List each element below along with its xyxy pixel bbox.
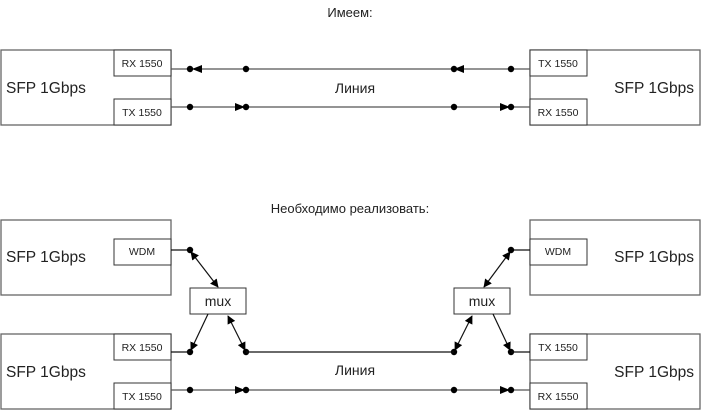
top-link-tx	[171, 103, 530, 111]
junction-dot	[507, 386, 515, 394]
bidirectional-arrow	[190, 251, 219, 288]
port-rx	[529, 98, 588, 126]
junction-dot	[242, 65, 250, 73]
port-tx	[113, 98, 172, 126]
sfp-label: SFP 1Gbps	[6, 80, 86, 97]
arrow-head-icon	[454, 65, 464, 73]
sfp-label: SFP 1Gbps	[614, 80, 694, 97]
top-left-sfp: SFP 1Gbps RX 1550 TX 1550	[0, 49, 172, 126]
top-link-rx	[171, 65, 530, 73]
left-mux-line-link	[227, 315, 250, 356]
arrow-head-icon	[235, 386, 245, 394]
junction-dot	[450, 386, 458, 394]
port-tx-label: TX 1550	[538, 58, 578, 70]
sfp-label: SFP 1Gbps	[614, 249, 694, 266]
mux-label: mux	[469, 293, 495, 309]
directional-arrow	[190, 313, 209, 351]
port-tx-label: TX 1550	[122, 391, 162, 403]
sfp-label: SFP 1Gbps	[6, 249, 86, 266]
port-wdm-label: WDM	[545, 246, 571, 258]
directional-arrow	[492, 313, 511, 351]
link-label: Линия	[335, 80, 375, 96]
port-wdm	[113, 238, 172, 266]
port-wdm	[529, 238, 588, 266]
port-rx-label: RX 1550	[122, 342, 163, 354]
junction-dot	[507, 103, 515, 111]
junction-dot	[507, 246, 515, 254]
port-rx-label: RX 1550	[538, 391, 579, 403]
left-mux: mux	[189, 287, 247, 315]
top-right-sfp: SFP 1Gbps TX 1550 RX 1550	[529, 49, 701, 126]
junction-dot	[186, 103, 194, 111]
port-tx	[113, 382, 172, 410]
port-rx-label: RX 1550	[538, 107, 579, 119]
junction-dot	[186, 246, 194, 254]
junction-dot	[242, 103, 250, 111]
mux-box	[189, 287, 247, 315]
heading-required: Необходимо реализовать:	[271, 201, 429, 216]
port-tx-label: TX 1550	[122, 107, 162, 119]
port-rx	[529, 382, 588, 410]
port-rx-label: RX 1550	[122, 58, 163, 70]
junction-dot	[450, 103, 458, 111]
arrow-head-icon	[192, 65, 202, 73]
bottom-left-wdm-sfp: SFP 1Gbps WDM	[0, 219, 172, 296]
junction-dot	[507, 65, 515, 73]
left-mux-rx-link	[171, 313, 209, 356]
bidirectional-arrow	[454, 315, 473, 351]
bottom-link-tx	[171, 386, 530, 394]
mux-label: mux	[205, 293, 231, 309]
right-mux: mux	[453, 287, 511, 315]
bidirectional-arrow	[227, 315, 246, 351]
link-label: Линия	[335, 362, 375, 378]
arrow-head-icon	[235, 103, 245, 111]
right-mux-tx-link	[492, 313, 530, 356]
sfp-label: SFP 1Gbps	[614, 364, 694, 381]
heading-current: Имеем:	[327, 5, 372, 20]
junction-dot	[450, 65, 458, 73]
right-mux-line-link	[450, 315, 473, 356]
port-wdm-label: WDM	[129, 246, 155, 258]
junction-dot	[186, 65, 194, 73]
left-wdm-link	[171, 246, 219, 288]
right-wdm-link	[483, 246, 530, 288]
port-rx	[113, 333, 172, 361]
bottom-right-wdm-sfp: SFP 1Gbps WDM	[529, 219, 701, 296]
port-tx	[529, 49, 588, 77]
junction-dot	[186, 386, 194, 394]
bidirectional-arrow	[483, 251, 511, 288]
arrow-head-icon	[500, 386, 510, 394]
bottom-left-sfp: SFP 1Gbps RX 1550 TX 1550	[0, 333, 172, 410]
port-tx	[529, 333, 588, 361]
sfp-label: SFP 1Gbps	[6, 364, 86, 381]
port-rx	[113, 49, 172, 77]
mux-box	[453, 287, 511, 315]
port-tx-label: TX 1550	[538, 342, 578, 354]
junction-dot	[242, 386, 250, 394]
arrow-head-icon	[500, 103, 510, 111]
bottom-right-sfp: SFP 1Gbps TX 1550 RX 1550	[529, 333, 701, 410]
